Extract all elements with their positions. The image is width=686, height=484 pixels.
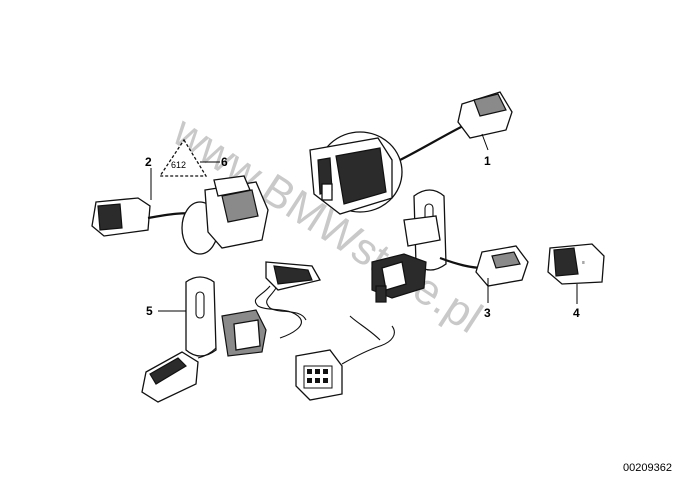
document-number: 00209362 — [623, 462, 672, 474]
part-1-switch-connector — [309, 91, 513, 215]
part-2-stalk-switch — [91, 175, 269, 255]
part-4-end-cap: ≡ — [547, 243, 605, 285]
callout-5: 5 — [146, 304, 153, 318]
part-6-warning-label: 612 — [158, 138, 208, 177]
harness-lower-connector — [295, 315, 395, 401]
callout-6: 6 — [221, 155, 228, 169]
callout-1: 1 — [484, 154, 491, 168]
callout-2: 2 — [145, 155, 152, 169]
part-3-bracket-assembly — [371, 189, 529, 303]
callout-3: 3 — [484, 306, 491, 320]
end-cap-symbol: ≡ — [582, 260, 585, 266]
harness-upper — [254, 261, 321, 339]
part-5-bracket-assembly — [141, 276, 267, 403]
leader-1 — [481, 133, 489, 151]
warning-label-text: 612 — [171, 160, 186, 170]
callout-4: 4 — [573, 306, 580, 320]
